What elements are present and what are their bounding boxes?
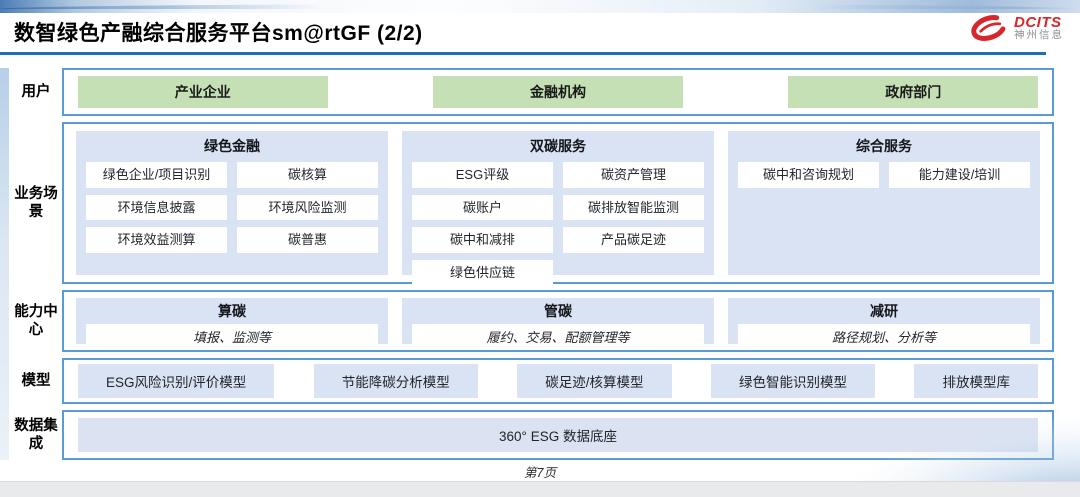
row-label-scenarios: 业务场景	[14, 185, 58, 220]
page-number: 第7页	[524, 466, 556, 480]
scenario-item: 碳资产管理	[563, 162, 704, 188]
capability-desc: 路径规划、分析等	[738, 324, 1030, 349]
scenario-item: 能力建设/培训	[889, 162, 1030, 188]
title-underline	[0, 52, 1046, 55]
capability-title: 管碳	[544, 303, 572, 319]
model-chip: 节能降碳分析模型	[313, 364, 478, 398]
scenario-column-comprehensive: 综合服务 碳中和咨询规划 能力建设/培训	[728, 131, 1040, 275]
scenario-item: 环境信息披露	[86, 194, 227, 221]
model-chip: ESG风险识别/评价模型	[78, 364, 275, 398]
scenario-item: 碳普惠	[237, 227, 378, 253]
architecture-diagram: 用户 产业企业 金融机构 政府部门 业务场景 绿色金融 绿色企业/项目识别 碳核…	[14, 68, 1054, 466]
scenario-column-header: 综合服务	[856, 138, 912, 154]
row-label-capabilities: 能力中心	[14, 303, 58, 338]
users-container: 产业企业 金融机构 政府部门	[62, 68, 1054, 116]
scenario-grid: ESG评级 碳资产管理 碳账户 碳排放智能监测 碳中和减排 产品碳足迹 绿色供应…	[412, 162, 704, 286]
row-models: 模型 ESG风险识别/评价模型 节能降碳分析模型 碳足迹/核算模型 绿色智能识别…	[14, 358, 1054, 404]
scenario-column-header: 双碳服务	[530, 138, 586, 154]
capability-card-reduction-research: 减研 路径规划、分析等	[728, 298, 1040, 349]
row-business-scenarios: 业务场景 绿色金融 绿色企业/项目识别 碳核算 环境信息披露 环境风险监测 环境…	[14, 122, 1054, 286]
model-chip: 碳足迹/核算模型	[517, 364, 672, 398]
scenario-item: 绿色供应链	[412, 259, 553, 286]
scenario-column-dual-carbon: 双碳服务 ESG评级 碳资产管理 碳账户 碳排放智能监测 碳中和减排 产品碳足迹…	[402, 131, 714, 286]
scenarios-container: 绿色金融 绿色企业/项目识别 碳核算 环境信息披露 环境风险监测 环境效益测算 …	[62, 122, 1054, 286]
capability-desc: 履约、交易、配额管理等	[412, 324, 704, 349]
left-accent-strip	[0, 68, 9, 460]
capability-card-carbon-management: 管碳 履约、交易、配额管理等	[402, 298, 714, 349]
logo-name: DCITS	[1014, 13, 1062, 31]
scenario-item: 绿色企业/项目识别	[86, 162, 227, 188]
dcits-swirl-icon	[971, 14, 1007, 42]
row-label-users: 用户	[21, 83, 51, 100]
row-users: 用户 产业企业 金融机构 政府部门	[14, 68, 1054, 116]
scenario-grid: 绿色企业/项目识别 碳核算 环境信息披露 环境风险监测 环境效益测算 碳普惠	[86, 162, 378, 253]
scenario-item: ESG评级	[412, 162, 553, 188]
row-label-data-integration: 数据集成	[14, 417, 58, 452]
capability-desc: 填报、监测等	[86, 324, 378, 349]
scenario-item: 环境效益测算	[86, 227, 227, 253]
models-container: ESG风险识别/评价模型 节能降碳分析模型 碳足迹/核算模型 绿色智能识别模型 …	[62, 358, 1054, 404]
capabilities-container: 算碳 填报、监测等 管碳 履约、交易、配额管理等 减研 路径规划、分析等	[62, 290, 1054, 352]
model-chip: 绿色智能识别模型	[710, 364, 875, 398]
esg-data-base-chip: 360° ESG 数据底座	[78, 418, 1038, 452]
scenario-column-green-finance: 绿色金融 绿色企业/项目识别 碳核算 环境信息披露 环境风险监测 环境效益测算 …	[76, 131, 388, 275]
scenario-column-header: 绿色金融	[204, 138, 260, 154]
user-chip-finance: 金融机构	[433, 76, 683, 108]
data-integration-container: 360° ESG 数据底座	[62, 410, 1054, 460]
scenario-item: 碳账户	[412, 194, 553, 221]
scenario-item: 碳中和咨询规划	[738, 162, 879, 188]
top-banner-decoration	[0, 0, 1080, 13]
capability-title: 减研	[870, 303, 898, 319]
row-label-models: 模型	[21, 372, 51, 389]
user-chip-government: 政府部门	[788, 76, 1038, 108]
logo-subtitle: 神州信息	[1014, 29, 1064, 42]
page-title: 数智绿色产融综合服务平台sm@rtGF (2/2)	[14, 22, 423, 45]
scenario-item: 碳中和减排	[412, 227, 553, 253]
model-chip: 排放模型库	[914, 364, 1038, 398]
bottom-banner-decoration	[0, 481, 1080, 497]
scenario-item: 产品碳足迹	[563, 227, 704, 253]
row-data-integration: 数据集成 360° ESG 数据底座	[14, 410, 1054, 460]
scenario-item: 碳核算	[237, 162, 378, 188]
user-chip-industry: 产业企业	[78, 76, 328, 108]
scenario-item: 环境风险监测	[237, 194, 378, 221]
company-logo: DCITS 神州信息	[969, 13, 1064, 43]
capability-title: 算碳	[218, 303, 246, 319]
scenario-grid: 碳中和咨询规划 能力建设/培训	[738, 162, 1030, 188]
capability-card-carbon-accounting: 算碳 填报、监测等	[76, 298, 388, 349]
row-capability-center: 能力中心 算碳 填报、监测等 管碳 履约、交易、配额管理等 减研 路径规划、分析…	[14, 290, 1054, 352]
scenario-item: 碳排放智能监测	[563, 194, 704, 221]
